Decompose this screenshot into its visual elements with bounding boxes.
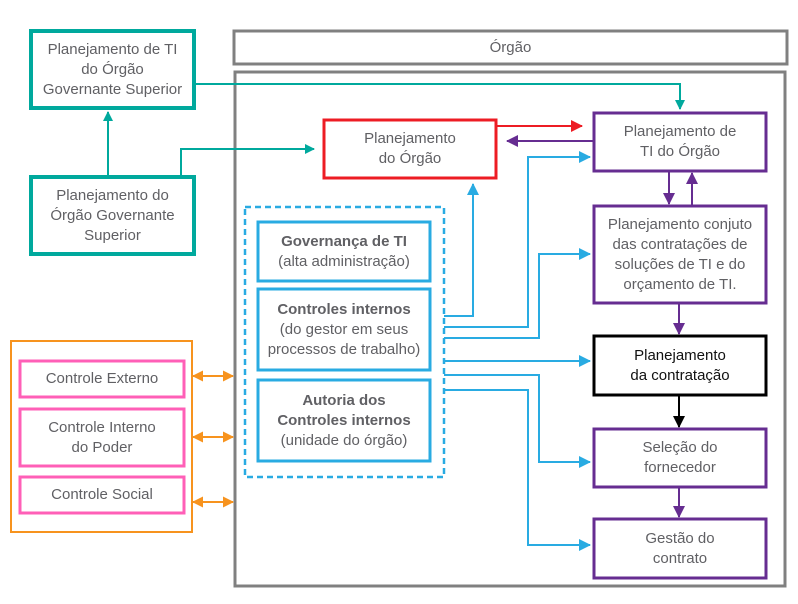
node-label: Planejamento do Órgão xyxy=(364,130,456,167)
box-border-gestao xyxy=(592,517,768,580)
connector-controls-to-selecao xyxy=(444,374,591,468)
orgao-header-frame xyxy=(232,29,789,66)
orgao-body-frame xyxy=(233,70,787,588)
connector-p-ogs-to-p-orgao xyxy=(180,144,315,177)
box-border-p-orgao xyxy=(322,118,498,180)
node-label: Planejamento de TI do Órgão Governante S… xyxy=(42,40,183,98)
node-title: Controles internos xyxy=(277,300,411,318)
node-label: Planejamento do Órgão Governante Superio… xyxy=(50,186,175,244)
box-border-interno-poder xyxy=(18,407,186,468)
connector-pti-ogs-to-pti-orgao xyxy=(194,83,685,110)
node-planejamento-ogs: Planejamento do Órgão Governante Superio… xyxy=(31,177,194,254)
node-auditoria-controles: Autoria dos Controles internos (unidade … xyxy=(258,380,430,461)
node-subtitle: (do gestor em seus processos de trabalho… xyxy=(267,320,421,358)
connector-controls-to-p-orgao xyxy=(444,183,479,317)
node-label: Seleção do fornecedor xyxy=(642,439,718,476)
node-label: Controle Externo xyxy=(45,370,159,387)
box-border-selecao xyxy=(592,427,768,489)
orgao-header-label: Órgão xyxy=(489,38,532,56)
connector-controls-to-pti-orgao xyxy=(444,151,591,328)
box-border-p-ogs xyxy=(29,175,196,256)
node-subtitle: (unidade do órgão) xyxy=(280,431,408,449)
node-planejamento-ti-orgao: Planejamento de TI do Órgão xyxy=(594,113,766,171)
node-label: Controle Interno do Poder xyxy=(48,418,156,456)
node-controles-internos: Controles internos (do gestor em seus pr… xyxy=(258,289,430,370)
box-border-auditoria xyxy=(256,378,432,463)
node-controle-social: Controle Social xyxy=(20,477,184,513)
node-selecao-fornecedor: Seleção do fornecedor xyxy=(594,429,766,487)
connector-controls-to-gestao xyxy=(444,389,591,551)
box-border-controles xyxy=(256,287,432,372)
box-border-social xyxy=(18,475,186,515)
box-border-p-conjunto xyxy=(592,204,768,305)
node-label: Planejamento da contratação xyxy=(630,346,730,384)
node-label: Planejamento conjuto das contratações de… xyxy=(607,215,753,293)
node-planejamento-conjunto: Planejamento conjuto das contratações de… xyxy=(594,206,766,303)
controls-group-frame xyxy=(243,205,446,479)
node-label: Gestão do contrato xyxy=(645,529,715,567)
node-subtitle: (alta administração) xyxy=(278,252,410,270)
node-planejamento-contratacao: Planejamento da contratação xyxy=(594,336,766,395)
orgao-header: Órgão xyxy=(234,31,787,64)
node-planejamento-ti-ogs: Planejamento de TI do Órgão Governante S… xyxy=(31,31,194,108)
box-border-pti-ogs xyxy=(29,29,196,110)
node-controle-interno-poder: Controle Interno do Poder xyxy=(20,409,184,466)
box-border-externo xyxy=(18,359,186,399)
connector-controls-to-conjunto xyxy=(444,248,591,339)
node-title: Governança de TI xyxy=(281,232,407,250)
box-border-governanca xyxy=(256,220,432,283)
node-gestao-contrato: Gestão do contrato xyxy=(594,519,766,578)
box-border-p-contratacao xyxy=(592,334,768,397)
node-planejamento-orgao: Planejamento do Órgão xyxy=(324,120,496,178)
node-label: Controle Social xyxy=(51,486,153,503)
node-title: Autoria dos Controles internos xyxy=(277,391,411,429)
node-controle-externo: Controle Externo xyxy=(20,361,184,397)
node-governanca-ti: Governança de TI (alta administração) xyxy=(258,222,430,281)
node-label: Planejamento de TI do Órgão xyxy=(623,123,737,160)
